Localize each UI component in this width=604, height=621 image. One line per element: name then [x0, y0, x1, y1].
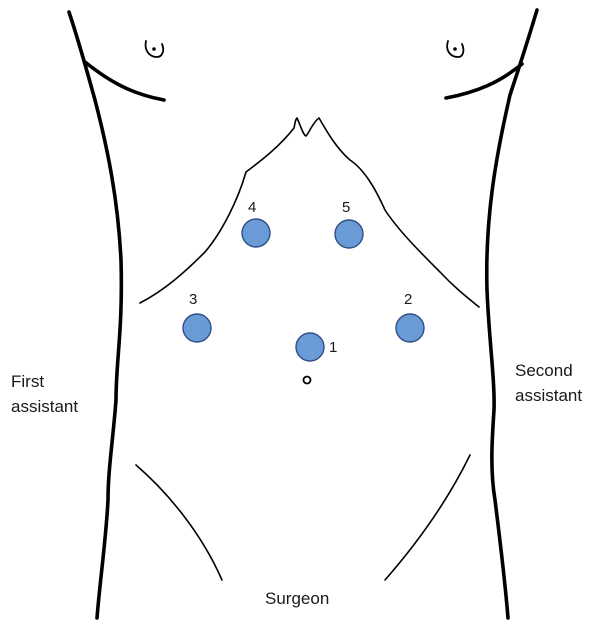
port-1 [296, 333, 324, 361]
second-assistant-label-line2: assistant [515, 386, 582, 405]
torso-left-outline [69, 12, 121, 618]
port-2 [396, 314, 424, 342]
port-2-label: 2 [404, 291, 412, 308]
port-3-label: 3 [189, 291, 197, 308]
left-nipple-icon [146, 41, 164, 57]
first-assistant-label-line1: First [11, 372, 44, 391]
left-chest-line [85, 62, 164, 100]
costal-margin-line [140, 118, 479, 307]
torso-right-outline [487, 10, 537, 618]
port-5 [335, 220, 363, 248]
left-groin-line [136, 465, 222, 580]
port-3 [183, 314, 211, 342]
port-5-label: 5 [342, 199, 350, 216]
port-4-label: 4 [248, 199, 256, 216]
right-nipple-icon [447, 41, 463, 57]
port-4 [242, 219, 270, 247]
surgeon-label: Surgeon [265, 589, 329, 608]
first-assistant-label-line2: assistant [11, 397, 78, 416]
second-assistant-label-line1: Second [515, 361, 573, 380]
umbilicus-icon [304, 377, 311, 384]
right-groin-line [385, 455, 470, 580]
port-1-label: 1 [329, 339, 337, 356]
